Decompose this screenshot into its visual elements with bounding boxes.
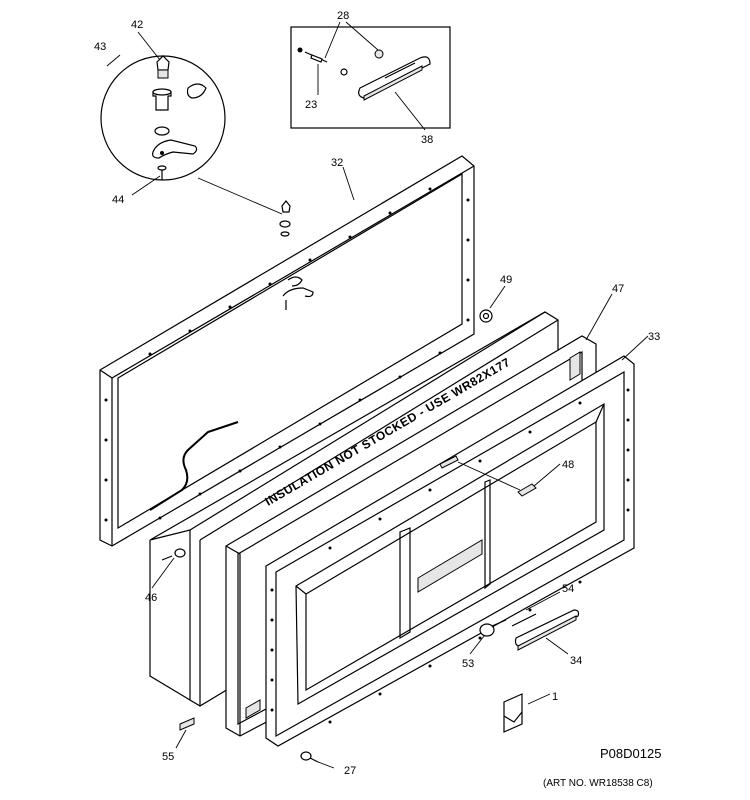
detail-inset-handle	[290, 21, 451, 131]
part-33-door-panel	[265, 335, 649, 747]
part-34-lamp-cover	[514, 609, 580, 655]
callout-34: 34	[570, 655, 582, 667]
callout-27: 27	[344, 765, 356, 777]
callout-44: 44	[112, 194, 124, 206]
callout-43: 43	[94, 41, 106, 53]
part-48-clip	[439, 455, 561, 497]
callout-42: 42	[131, 19, 143, 31]
callout-48: 48	[562, 459, 574, 471]
part-54-lens-clip	[511, 591, 561, 627]
part-53-lamp	[469, 619, 507, 655]
part-1-literature	[503, 693, 551, 733]
callout-labels: 42 43 44 28 23 38 32 49 47 33 48 46 54 3…	[94, 10, 660, 777]
callout-46: 46	[145, 592, 157, 604]
part-49-bumper	[479, 285, 506, 323]
part-27-screw	[300, 751, 335, 769]
detail-inset-hinge	[100, 31, 283, 215]
callout-23: 23	[305, 99, 317, 111]
callout-38: 38	[421, 134, 433, 146]
callout-33: 33	[648, 331, 660, 343]
art-number: (ART NO. WR18538 C8)	[543, 778, 653, 789]
part-32-gasket-frame	[99, 155, 475, 547]
callout-53: 53	[462, 658, 474, 670]
callout-55: 55	[162, 751, 174, 763]
callout-1: 1	[552, 691, 558, 703]
part-55-spacer	[175, 717, 195, 749]
drawing-code: P08D0125	[600, 746, 661, 761]
part-46-plug	[151, 548, 186, 589]
callout-32: 32	[331, 157, 343, 169]
callout-28: 28	[337, 10, 349, 22]
callout-54: 54	[562, 583, 574, 595]
callout-49: 49	[500, 274, 512, 286]
callout-47: 47	[612, 283, 624, 295]
